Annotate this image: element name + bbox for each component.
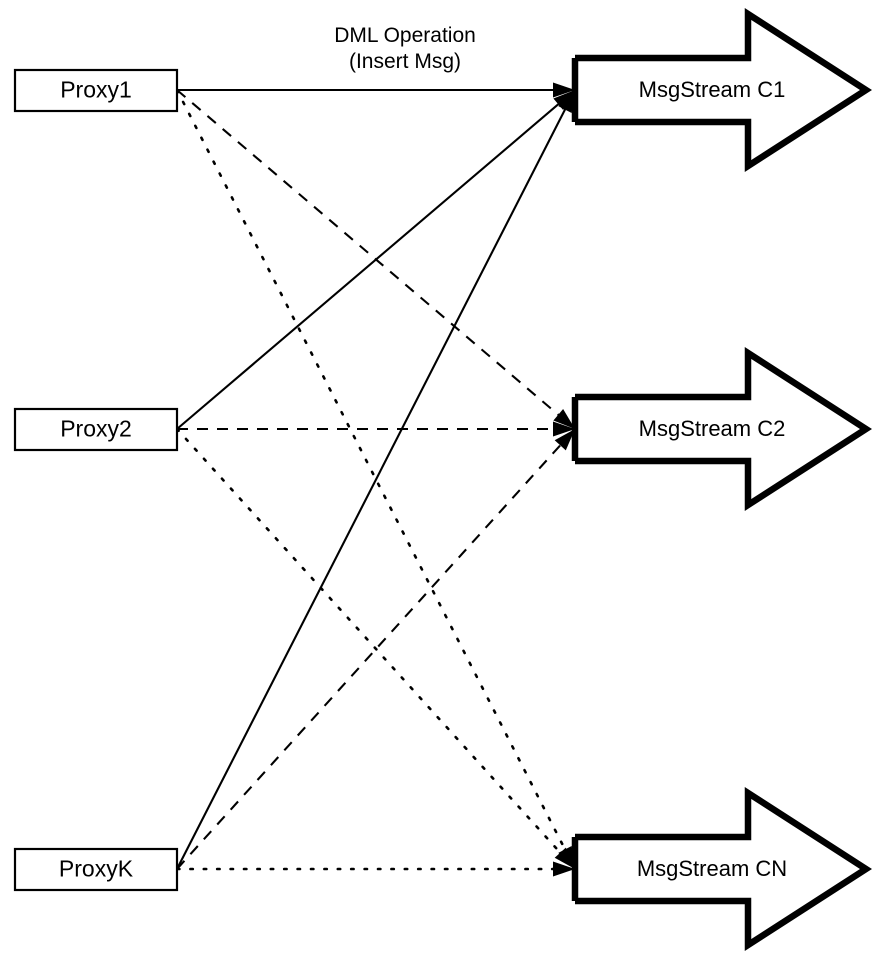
dml-operation-annotation: DML Operation (Insert Msg) bbox=[334, 24, 476, 73]
stream-c1-shape bbox=[575, 8, 873, 172]
proxyk[interactable]: ProxyK bbox=[13, 847, 179, 892]
edges-layer bbox=[175, 88, 571, 871]
edge-dotted bbox=[175, 88, 571, 859]
stream-c2[interactable]: MsgStream C2 bbox=[571, 347, 873, 511]
edge-dashed bbox=[176, 437, 568, 870]
arrowhead-icon bbox=[553, 861, 575, 877]
stream-cn-label: MsgStream CN bbox=[637, 856, 787, 881]
proxy1[interactable]: Proxy1 bbox=[13, 68, 179, 113]
edge-proxyk-c1 bbox=[176, 101, 571, 870]
arrowhead-icon bbox=[553, 90, 575, 110]
arrowheads-layer bbox=[553, 82, 575, 877]
edge-proxy2-cn bbox=[175, 427, 568, 861]
arrowhead-icon bbox=[553, 82, 575, 98]
proxyk-box bbox=[13, 847, 179, 892]
stream-c1-label: MsgStream C1 bbox=[639, 77, 786, 102]
streams-layer: MsgStream C1 MsgStream C2 MsgStream CN bbox=[571, 8, 873, 951]
proxy2[interactable]: Proxy2 bbox=[13, 407, 179, 452]
stream-c2-label: MsgStream C2 bbox=[639, 416, 786, 441]
proxy1-label: Proxy1 bbox=[60, 77, 132, 103]
annotation-line-2: (Insert Msg) bbox=[349, 50, 461, 73]
arrowhead-icon bbox=[554, 429, 575, 451]
edge-proxy2-c1 bbox=[176, 97, 566, 430]
edge-proxy1-c2 bbox=[176, 89, 566, 422]
annotation-line-1: DML Operation bbox=[334, 24, 476, 47]
proxy1-box bbox=[13, 68, 179, 113]
arrowhead-icon bbox=[553, 409, 575, 429]
edge-proxyk-c2 bbox=[176, 437, 568, 870]
stream-c1[interactable]: MsgStream C1 bbox=[571, 8, 873, 172]
stream-c2-shape bbox=[575, 347, 873, 511]
proxy2-label: Proxy2 bbox=[60, 416, 132, 442]
edge-dashed bbox=[176, 89, 566, 422]
stream-cn-shape bbox=[575, 787, 873, 951]
edge-solid bbox=[176, 101, 571, 870]
stream-cn[interactable]: MsgStream CN bbox=[571, 787, 873, 951]
proxy2-box bbox=[13, 407, 179, 452]
edge-solid bbox=[176, 97, 566, 430]
edge-proxy1-cn bbox=[175, 88, 571, 859]
proxyk-label: ProxyK bbox=[59, 856, 134, 882]
arrowhead-icon bbox=[553, 421, 575, 437]
arrowhead-icon bbox=[558, 90, 575, 114]
arrowhead-icon bbox=[554, 847, 575, 869]
edge-dotted bbox=[175, 427, 568, 861]
